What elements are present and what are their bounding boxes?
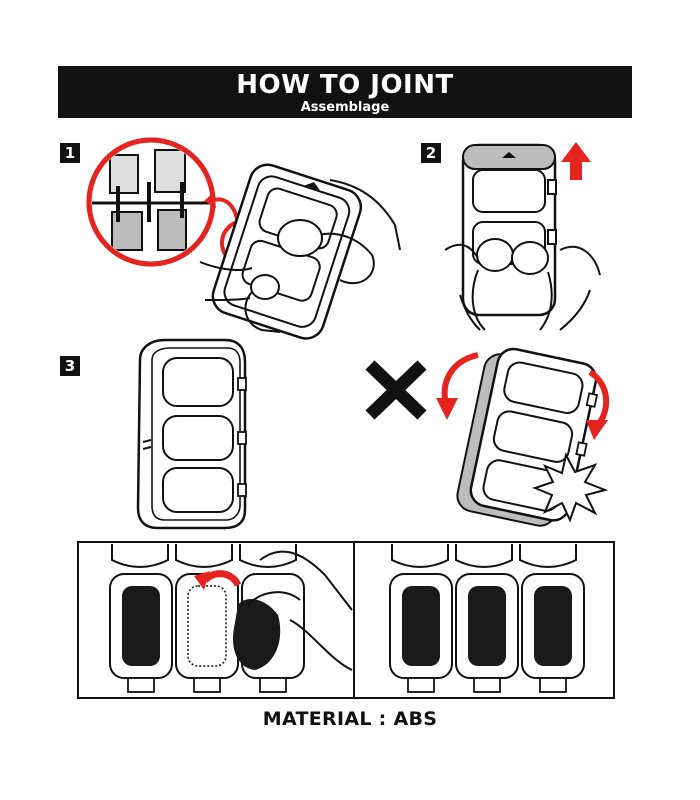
wrong-cross-icon xyxy=(365,360,427,420)
step-2-illustration xyxy=(444,142,601,331)
step-2-badge: 2 xyxy=(421,143,441,163)
header-banner: HOW TO JOINT Assemblage xyxy=(58,66,632,118)
assembled-case xyxy=(136,338,247,530)
curved-arrow-icon xyxy=(204,192,216,208)
burst-icon xyxy=(532,452,609,523)
bottom-panel-right xyxy=(353,541,615,699)
rotate-arrow-icon xyxy=(441,352,479,406)
adhesive-pad xyxy=(122,586,160,666)
zoom-detail-circle xyxy=(86,137,216,267)
step-1-badge: 1 xyxy=(60,143,80,163)
bottom-panel-left xyxy=(77,541,355,699)
curved-arrow-icon xyxy=(194,571,210,590)
page-subtitle: Assemblage xyxy=(300,100,390,115)
page-title: HOW TO JOINT xyxy=(236,70,454,100)
step-1-illustration xyxy=(86,137,401,340)
material-caption: MATERIAL : ABS xyxy=(262,708,438,730)
step-3-badge: 3 xyxy=(60,356,80,376)
up-arrow-icon xyxy=(561,142,591,180)
step-3-illustration xyxy=(136,338,610,530)
misaligned-case xyxy=(456,347,599,527)
